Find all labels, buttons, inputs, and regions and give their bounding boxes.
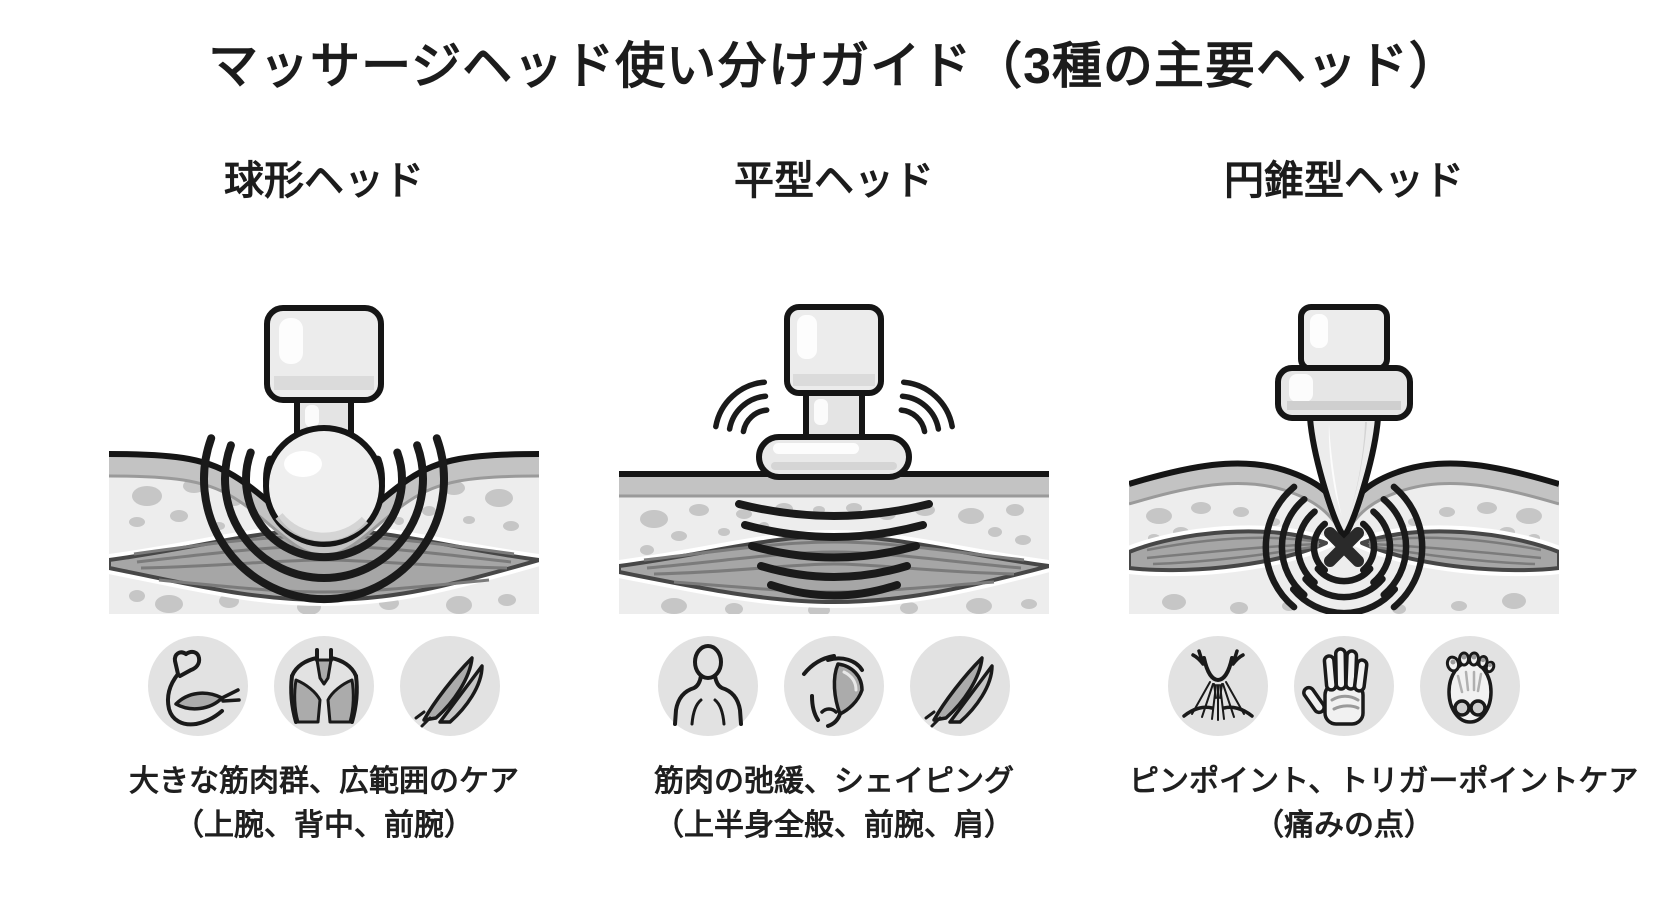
- column-caption: ピンポイント、トリガーポイントケア （痛みの点）: [1129, 760, 1638, 847]
- massager-device: [713, 304, 955, 480]
- neck-muscles-icon: [1166, 634, 1270, 738]
- shoulder-muscle-icon: [782, 634, 886, 738]
- column-header: 円錐型ヘッド: [1224, 159, 1464, 203]
- palm-hand-icon: [1292, 634, 1396, 738]
- caption-line-1: 筋肉の弛緩、シェイピング: [654, 765, 1014, 798]
- column-caption: 筋肉の弛緩、シェイピング （上半身全般、前腕、肩）: [619, 760, 1049, 847]
- upper-body-icon: [656, 634, 760, 738]
- caption-line-2: （痛みの点）: [1254, 808, 1434, 842]
- tissue-cross-section: [619, 471, 1049, 614]
- skin-layer: [109, 454, 539, 556]
- column-header: 平型ヘッド: [734, 159, 934, 203]
- forearm-muscles-icon: [908, 634, 1012, 738]
- cone-tip: [1307, 415, 1381, 540]
- flat-head-illustration: [619, 304, 1049, 614]
- column-header: 球形ヘッド: [224, 159, 424, 203]
- massager-device: [1275, 304, 1413, 540]
- columns-container: 球形ヘッド: [0, 148, 1668, 847]
- column-spherical-head: 球形ヘッド: [109, 148, 539, 847]
- forearm-muscles-icon: [398, 634, 502, 738]
- target-area-icons: [619, 634, 1049, 738]
- vibration-marks: [713, 379, 955, 435]
- skin-layer: [619, 474, 1049, 496]
- caption-line-1: ピンポイント、トリガーポイントケア: [1129, 765, 1639, 798]
- massage-head-guide-infographic: マッサージヘッド使い分けガイド（3種の主要ヘッド） 球形ヘッド: [0, 26, 1668, 923]
- trigger-point-x-mark: [1324, 527, 1364, 567]
- cone-head-illustration: [1129, 304, 1559, 614]
- spherical-head-illustration: [109, 305, 539, 614]
- column-flat-head: 平型ヘッド: [619, 148, 1049, 847]
- caption-line-1: 大きな筋肉群、広範囲のケア: [129, 765, 519, 798]
- bicep-arm-icon: [146, 634, 250, 738]
- back-muscles-icon: [272, 634, 376, 738]
- page-title: マッサージヘッド使い分けガイド（3種の主要ヘッド）: [208, 38, 1460, 94]
- vibration-waves-tissue: [735, 500, 933, 600]
- caption-line-2: （上半身全般、前腕、肩）: [654, 808, 1014, 842]
- caption-line-2: （上腕、背中、前腕）: [174, 808, 474, 842]
- skin-layer: [1129, 463, 1559, 536]
- target-area-icons: [1129, 634, 1559, 738]
- column-cone-head: 円錐型ヘッド: [1129, 148, 1638, 847]
- column-caption: 大きな筋肉群、広範囲のケア （上腕、背中、前腕）: [109, 760, 539, 847]
- tissue-cross-section: [1129, 460, 1559, 614]
- massager-device: [263, 305, 385, 547]
- foot-sole-icon: [1418, 634, 1522, 738]
- target-area-icons: [109, 634, 539, 738]
- trigger-point-waves: [1262, 483, 1426, 614]
